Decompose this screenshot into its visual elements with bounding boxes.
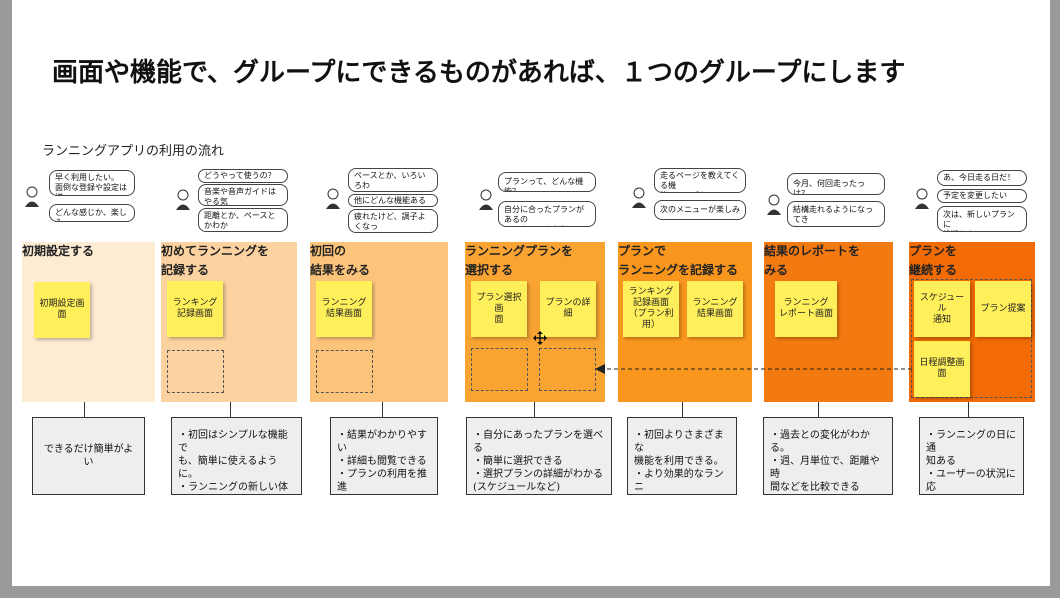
sticky-note: スケジュール 通知 bbox=[914, 281, 970, 337]
stage-title: 結果のレポートを みる bbox=[764, 244, 861, 277]
note-connector bbox=[84, 402, 85, 417]
note-box: ・結果がわかりやすい ・詳細も閲覧できる ・プランの利用を推進 する bbox=[330, 417, 438, 495]
speech-bubble: 距離とか、ペースとかわか るのか。 bbox=[198, 208, 288, 232]
move-cursor-icon bbox=[533, 331, 547, 345]
speech-bubble: どんな感じか、楽しみ bbox=[49, 204, 135, 222]
speech-bubble: 予定を変更したい bbox=[937, 189, 1027, 203]
user-icon bbox=[479, 189, 493, 210]
diagram-subtitle: ランニングアプリの利用の流れ bbox=[42, 144, 225, 159]
speech-bubble: 他にどんな機能あるの？ bbox=[348, 194, 438, 207]
slide: 画面や機能で、グループにできるものがあれば、１つのグループにします ランニングア… bbox=[12, 0, 1050, 586]
sticky-note: 日程調整画面 bbox=[914, 341, 970, 397]
speech-bubble: 今月、何回走ったっけ？ bbox=[787, 173, 885, 195]
speech-bubble: ペースとか、いろいろわ かって楽しい。 bbox=[348, 168, 438, 192]
empty-slot bbox=[316, 350, 373, 393]
note-connector bbox=[682, 402, 683, 417]
stage-report: 結果のレポートを みる ランニング レポート画面 bbox=[764, 242, 893, 402]
stage-plan-record: プランで ランニングを記録する ランキング 記録画面 （プラン利 用） ランニン… bbox=[618, 242, 752, 402]
stage-title: 初回の 結果をみる bbox=[310, 244, 371, 277]
empty-slot bbox=[167, 350, 224, 393]
sticky-note: 初期設定画面 bbox=[34, 282, 90, 338]
note-connector bbox=[230, 402, 231, 417]
note-connector bbox=[968, 402, 969, 417]
stage-first-result: 初回の 結果をみる ランニング 結果画面 bbox=[310, 242, 448, 402]
stage-initial-setup: 初期設定する 初期設定画面 bbox=[22, 242, 155, 402]
user-icon bbox=[25, 186, 39, 207]
sticky-note: ランニング 結果画面 bbox=[316, 281, 372, 337]
sticky-note: ランキング 記録画面 bbox=[167, 281, 223, 337]
note-box: ・初回はシンプルな機能で も、簡単に使えるように。 ・ランニングの新しい体験 を… bbox=[171, 417, 302, 495]
speech-bubble: 結構走れるようになってき た！ bbox=[787, 201, 885, 227]
speech-bubble: 音楽や音声ガイドはやる気 でる感じする bbox=[198, 184, 288, 206]
stage-first-record: 初めてランニングを 記録する ランキング 記録画面 bbox=[161, 242, 297, 402]
speech-bubble: プランって、どんな機能？ bbox=[498, 172, 596, 192]
group-frame bbox=[911, 279, 1032, 398]
empty-slot bbox=[471, 348, 528, 391]
stage-title: ランニングプランを 選択する bbox=[465, 244, 574, 277]
user-icon bbox=[767, 194, 781, 215]
speech-bubble: 疲れたけど、調子よくなっ たかも bbox=[348, 209, 438, 233]
sticky-note: ランキング 記録画面 （プラン利 用） bbox=[623, 281, 679, 337]
user-icon bbox=[326, 188, 340, 209]
empty-slot bbox=[539, 348, 596, 391]
stage-title: プランを 継続する bbox=[909, 244, 958, 277]
note-box: できるだけ簡単がよい bbox=[32, 417, 145, 495]
sticky-note: ランニング レポート画面 bbox=[775, 281, 837, 337]
speech-bubble: 次のメニューが楽しみ bbox=[654, 200, 746, 220]
sticky-note: プラン提案 bbox=[975, 281, 1031, 337]
page-title: 画面や機能で、グループにできるものがあれば、１つのグループにします bbox=[52, 58, 906, 88]
sticky-note: プラン選択画 面 bbox=[471, 281, 527, 337]
speech-bubble: どうやって使うの？ bbox=[198, 169, 288, 183]
sticky-note: ランニング 結果画面 bbox=[687, 281, 743, 337]
note-box: ・初回よりさまざまな 機能を利用できる。 ・より効果的なランニ ングを体験できる bbox=[627, 417, 737, 495]
stage-title: 初めてランニングを 記録する bbox=[161, 244, 270, 277]
user-icon bbox=[915, 188, 929, 209]
speech-bubble: 次は、新しいプランに 挑戦したい！ bbox=[937, 206, 1027, 232]
sticky-note: プランの詳細 bbox=[540, 281, 596, 337]
stage-select-plan: ランニングプランを 選択する プラン選択画 面 プランの詳細 bbox=[465, 242, 605, 402]
stage-continue-plan: プランを 継続する スケジュール 通知 プラン提案 日程調整画面 bbox=[909, 242, 1035, 402]
speech-bubble: 走るページを教えてくる機 能、いい感じ。 bbox=[654, 168, 746, 193]
speech-bubble: 自分に合ったプランがあるの で、やってみよう bbox=[498, 201, 596, 227]
note-connector bbox=[818, 402, 819, 417]
note-box: ・ランニングの日に通 知ある ・ユーザーの状況に応 じたおすすめ bbox=[919, 417, 1024, 495]
speech-bubble: あ、今日走る日だ！ bbox=[937, 170, 1027, 186]
stage-title: プランで ランニングを記録する bbox=[618, 244, 739, 277]
user-icon bbox=[176, 189, 190, 210]
note-connector bbox=[382, 402, 383, 417]
note-connector bbox=[534, 402, 535, 417]
note-box: ・自分にあったプランを選べる ・簡単に選択できる ・選択プランの詳細がわかる (… bbox=[466, 417, 612, 495]
speech-bubble: 早く利用したい。 面倒な登録や設定は嫌 bbox=[49, 170, 135, 196]
user-icon bbox=[632, 187, 646, 208]
stage-title: 初期設定する bbox=[22, 244, 95, 258]
note-box: ・過去との変化がわかる。 ・週、月単位で、距離や時 間などを比較できる bbox=[763, 417, 893, 495]
